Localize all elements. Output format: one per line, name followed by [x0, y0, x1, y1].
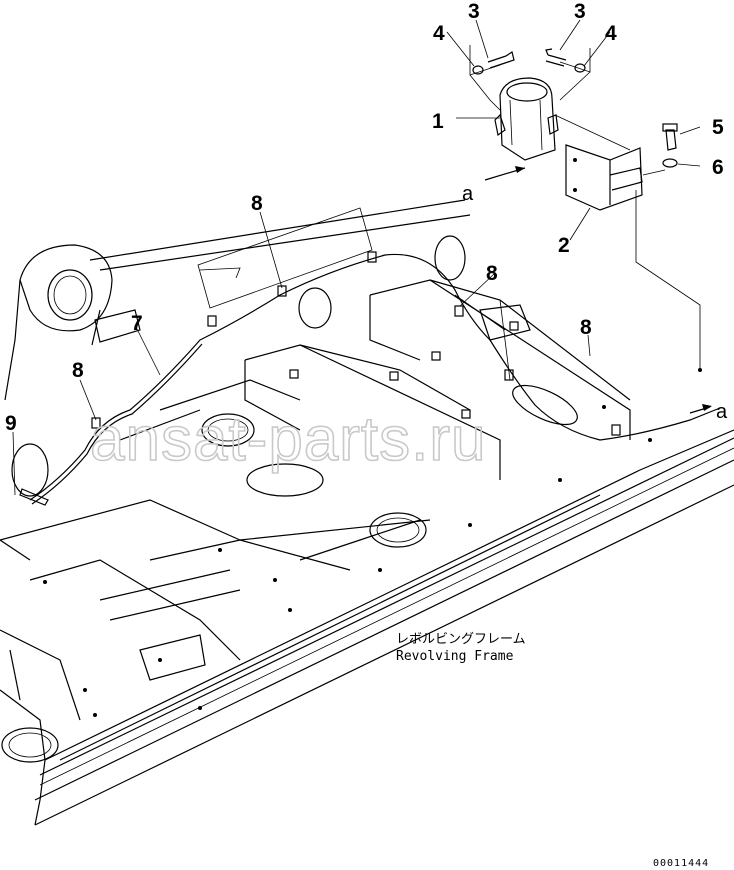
- horn-assembly: [494, 77, 559, 161]
- callout-8-top: 8: [251, 192, 263, 215]
- drawing-code: 00011444: [653, 858, 709, 869]
- clamp: [367, 251, 377, 263]
- washer: [662, 158, 678, 168]
- clamp: [207, 315, 217, 327]
- view-arrow: [689, 404, 712, 414]
- clamp: [611, 424, 621, 436]
- frame-label-japanese: レボルビングフレーム: [396, 632, 526, 647]
- revolving-frame: [0, 199, 734, 826]
- callout-leaders: [12, 19, 701, 496]
- callout-8-center: 8: [486, 262, 498, 285]
- clamp: [277, 285, 287, 297]
- clamp: [454, 305, 464, 317]
- callout-3-right: 3: [574, 0, 586, 23]
- washer: [574, 63, 586, 73]
- view-marker-a-top: a: [462, 183, 474, 205]
- callout-5: 5: [712, 116, 724, 139]
- view-marker-a-right: a: [716, 401, 728, 423]
- callout-9: 9: [5, 412, 17, 435]
- watermark-text: ansat-parts.ru: [90, 405, 487, 474]
- clamp: [504, 369, 514, 381]
- callout-3-left: 3: [468, 0, 480, 23]
- wiring-harness: [19, 253, 721, 506]
- callout-4-right: 4: [605, 22, 617, 45]
- clamp: [91, 417, 101, 429]
- leader-lines: [469, 45, 701, 370]
- bolt: [487, 51, 515, 69]
- frame-label-english: Revolving Frame: [396, 649, 514, 664]
- callout-7: 7: [131, 312, 143, 335]
- washer: [472, 65, 484, 75]
- bolt: [545, 48, 567, 67]
- bolt: [662, 123, 678, 151]
- callout-4-left: 4: [433, 22, 445, 45]
- callout-8-right: 8: [580, 316, 592, 339]
- callout-2: 2: [558, 234, 570, 257]
- callout-6: 6: [712, 156, 724, 179]
- callout-8-left: 8: [72, 359, 84, 382]
- inspection-cover: [201, 413, 255, 447]
- view-arrow: [484, 166, 526, 181]
- mounting-bracket: [565, 144, 643, 211]
- inspection-cover: [1, 727, 59, 763]
- callout-1: 1: [432, 110, 444, 133]
- inspection-cover: [369, 512, 427, 548]
